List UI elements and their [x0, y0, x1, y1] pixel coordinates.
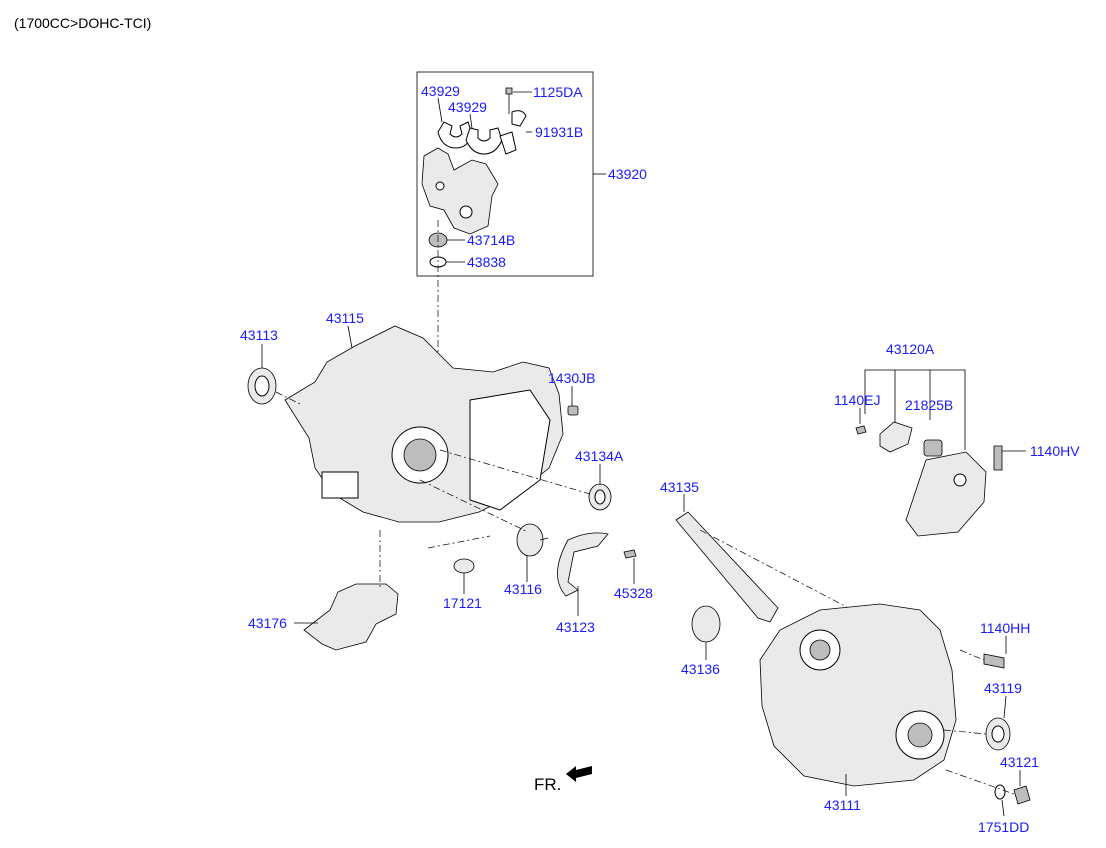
cover-43123[interactable] — [557, 532, 609, 597]
callout-43120a[interactable]: 43120A — [886, 341, 935, 357]
callout-43113[interactable]: 43113 — [240, 327, 278, 343]
bracket-hole — [459, 205, 473, 219]
callout-43123[interactable]: 43123 — [556, 619, 595, 635]
callout-1751dd[interactable]: 1751DD — [978, 819, 1029, 835]
callout-43176[interactable]: 43176 — [248, 615, 287, 631]
callout-1140ej[interactable]: 1140EJ — [834, 392, 880, 408]
shift-lever-assembly-group — [416, 71, 594, 378]
washer-1751dd[interactable] — [994, 784, 1006, 800]
bell-flange — [469, 389, 551, 511]
plug-1430jb[interactable] — [567, 405, 579, 416]
callout-43714b[interactable]: 43714B — [467, 232, 515, 248]
transaxle-case-group — [759, 603, 957, 787]
callout-1140hv[interactable]: 1140HV — [1030, 443, 1080, 459]
mount-bracket-43120a[interactable] — [905, 451, 987, 537]
mount-bracket-43176[interactable] — [303, 583, 399, 651]
bolt-1140ej[interactable] — [855, 425, 867, 435]
bracket-hole — [435, 181, 445, 191]
plug-43121[interactable] — [1013, 785, 1031, 805]
callout-43121[interactable]: 43121 — [1000, 754, 1039, 770]
callout-43135[interactable]: 43135 — [660, 479, 699, 495]
callout-43920[interactable]: 43920 — [608, 166, 647, 182]
guide-rail-43135[interactable] — [675, 511, 779, 623]
clip-43929-b[interactable] — [465, 127, 503, 155]
plate-43136[interactable] — [691, 605, 721, 643]
callout-43134a[interactable]: 43134A — [575, 448, 624, 464]
callout-45328[interactable]: 45328 — [614, 585, 653, 601]
shift-lever-bracket[interactable] — [421, 147, 499, 235]
callout-1125da[interactable]: 1125DA — [533, 84, 583, 100]
leader-lines — [261, 91, 1026, 817]
bolt-45328[interactable] — [623, 549, 637, 559]
spring-91931b[interactable] — [511, 110, 527, 127]
engine-spec-header: (1700CC>DOHC-TCI) — [14, 15, 151, 31]
mount-bracket-group — [855, 369, 1003, 537]
callout-43929-b[interactable]: 43929 — [448, 99, 487, 115]
insulator-21825b[interactable] — [923, 439, 943, 457]
bolt-1125da[interactable] — [505, 87, 513, 95]
latch-91931b[interactable] — [499, 131, 517, 155]
callout-43136[interactable]: 43136 — [681, 661, 720, 677]
callout-43119[interactable]: 43119 — [984, 680, 1022, 696]
plate-43116[interactable] — [516, 523, 544, 557]
callout-43111[interactable]: 43111 — [824, 797, 861, 813]
callout-43116[interactable]: 43116 — [504, 581, 542, 597]
callout-1430jb[interactable]: 1430JB — [548, 370, 595, 386]
callout-43929-a[interactable]: 43929 — [421, 83, 460, 99]
seal-17121[interactable] — [453, 558, 475, 574]
bolt-1140hh[interactable] — [983, 653, 1005, 669]
front-arrow-icon — [566, 766, 592, 782]
housing-label-plate — [321, 471, 359, 499]
callout-43115[interactable]: 43115 — [326, 310, 364, 326]
bracket-1140ej[interactable] — [879, 421, 913, 453]
housing-bore-inner — [403, 438, 437, 472]
callout-21825b[interactable]: 21825B — [905, 397, 953, 413]
callout-17121[interactable]: 17121 — [443, 595, 482, 611]
clip-43929-a[interactable] — [437, 121, 473, 149]
transaxle-case-43111[interactable] — [759, 603, 957, 787]
clutch-housing-group — [284, 325, 564, 523]
callout-1140hh[interactable]: 1140HH — [980, 620, 1030, 636]
bolt-1140hv[interactable] — [993, 445, 1003, 471]
front-label: FR. — [534, 775, 561, 794]
callout-43838[interactable]: 43838 — [467, 254, 506, 270]
callout-91931b[interactable]: 91931B — [535, 124, 583, 140]
